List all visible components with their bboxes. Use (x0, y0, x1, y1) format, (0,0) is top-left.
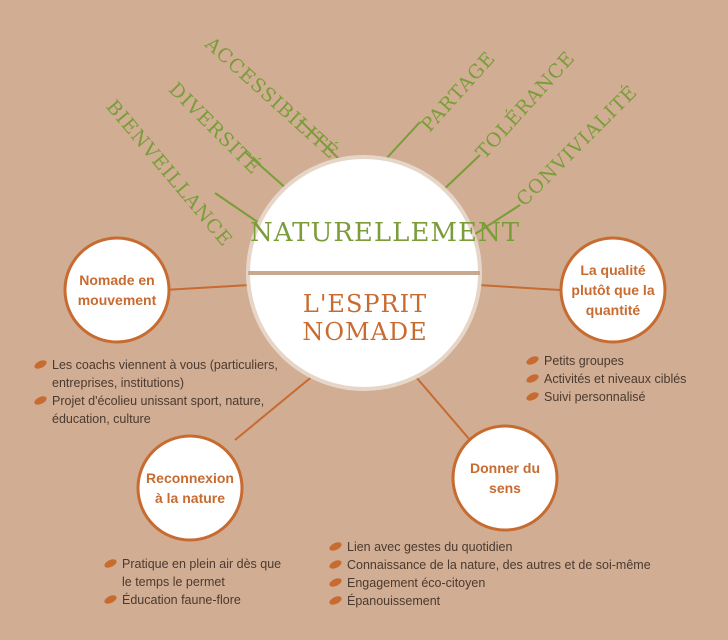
list-item: Éducation faune-flore (100, 591, 285, 609)
list-item: Suivi personnalisé (522, 388, 722, 406)
bullet-text: Épanouissement (347, 594, 441, 608)
leaf-bullet-icon (328, 576, 343, 589)
leaf-bullet-icon (33, 394, 48, 407)
connector-nomade (163, 284, 251, 291)
node-sens (451, 424, 559, 532)
bullet-text: Petits groupes (544, 354, 624, 368)
bullet-text: Suivi personnalisé (544, 390, 646, 404)
list-item: Petits groupes (522, 352, 722, 370)
bullet-text: Éducation faune-flore (122, 593, 241, 607)
connector-qualite (477, 284, 561, 291)
bullet-text: Les coachs viennent à vous (particuliers… (52, 358, 278, 390)
bullets-qualite: Petits groupes Activités et niveaux cibl… (522, 352, 722, 406)
leaf-bullet-icon (525, 372, 540, 385)
bullet-text: Pratique en plein air dès que le temps l… (122, 557, 282, 589)
list-item: Épanouissement (325, 592, 705, 610)
center-title-top: NATURELLEMENT (250, 218, 521, 248)
connector-convivialite (471, 204, 521, 237)
leaf-bullet-icon (33, 358, 48, 371)
leaf-bullet-icon (525, 390, 540, 403)
connector-sens (409, 369, 471, 441)
bullets-sens: Lien avec gestes du quotidien Connaissan… (325, 538, 705, 610)
list-item: Activités et niveaux ciblés (522, 370, 722, 388)
leaf-bullet-icon (328, 594, 343, 607)
connector-bienveillance (214, 192, 263, 226)
connector-accessibilite (299, 119, 341, 161)
node-qualite-label: La qualité plutôt que la quantité (571, 262, 655, 318)
bullet-text: Connaissance de la nature, des autres et… (347, 558, 651, 572)
leaf-bullet-icon (525, 354, 540, 367)
node-nomade (63, 236, 171, 344)
leaf-bullet-icon (328, 558, 343, 571)
leaf-bullet-icon (103, 593, 118, 606)
center-title-bottom: L'ESPRIT NOMADE (302, 290, 428, 346)
node-reconnexion-label: Reconnexion à la nature (146, 470, 234, 506)
list-item: Projet d'écolieu unissant sport, nature,… (30, 392, 285, 428)
bullets-reconnexion: Pratique en plein air dès que le temps l… (100, 555, 285, 609)
list-item: Connaissance de la nature, des autres et… (325, 556, 705, 574)
leaf-bullet-icon (103, 557, 118, 570)
connector-diversite (244, 151, 289, 191)
node-qualite (559, 236, 667, 344)
list-item: Les coachs viennent à vous (particuliers… (30, 356, 285, 392)
connector-tolerance (439, 154, 481, 194)
node-reconnexion (136, 434, 244, 542)
bullet-text: Engagement éco-citoyen (347, 576, 486, 590)
node-nomade-label: Nomade en mouvement (77, 272, 157, 308)
connector-partage (384, 121, 421, 161)
leaf-bullet-icon (328, 540, 343, 553)
list-item: Lien avec gestes du quotidien (325, 538, 705, 556)
bullets-nomade: Les coachs viennent à vous (particuliers… (30, 356, 285, 428)
bullet-text: Activités et niveaux ciblés (544, 372, 687, 386)
node-sens-label: Donner du sens (470, 460, 540, 496)
bullet-text: Lien avec gestes du quotidien (347, 540, 513, 554)
list-item: Pratique en plein air dès que le temps l… (100, 555, 285, 591)
list-item: Engagement éco-citoyen (325, 574, 705, 592)
bullet-text: Projet d'écolieu unissant sport, nature,… (52, 394, 265, 426)
connector-reconnexion (234, 369, 321, 441)
